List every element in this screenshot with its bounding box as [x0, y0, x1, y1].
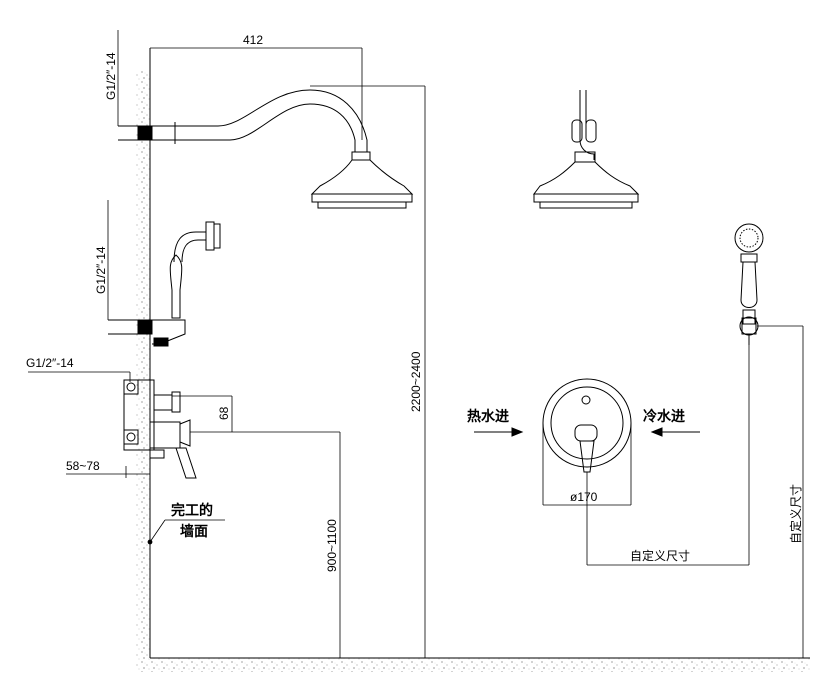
custom-size-vertical-label: 自定义尺寸 — [788, 484, 803, 544]
finished-wall-label-2: 墙面 — [180, 523, 208, 540]
pipe-thread-top-label: G1/2″-14 — [104, 52, 118, 100]
valve-body-side — [123, 379, 197, 479]
top-width-label: 412 — [243, 33, 263, 47]
shower-head-front — [533, 90, 640, 209]
valve-depth-label: 58~78 — [66, 459, 100, 473]
cold-inlet-arrow — [650, 427, 700, 437]
custom-size-horizontal-label: 自定义尺寸 — [630, 548, 690, 563]
cold-inlet-label: 冷水进 — [643, 408, 685, 425]
shower-head-side — [310, 151, 414, 209]
finished-wall-label-1: 完工的 — [171, 502, 213, 519]
shower-arm — [118, 89, 368, 152]
valve-height-label: 900~1100 — [325, 519, 339, 572]
dimension-lines — [28, 30, 804, 658]
hand-shower-side — [108, 221, 221, 347]
plate-diameter-label: ø170 — [570, 490, 598, 504]
pipe-thread-low-label: G1/2″-14 — [26, 356, 74, 370]
hand-shower-front — [734, 223, 764, 345]
hot-inlet-arrow — [474, 427, 524, 437]
hot-inlet-label: 热水进 — [467, 408, 509, 425]
wall — [136, 48, 810, 672]
valve-plate-front — [542, 378, 632, 473]
valve-offset-label: 68 — [217, 406, 231, 420]
pipe-thread-mid-label: G1/2″-14 — [94, 246, 108, 294]
total-height-label: 2200~2400 — [409, 351, 423, 412]
